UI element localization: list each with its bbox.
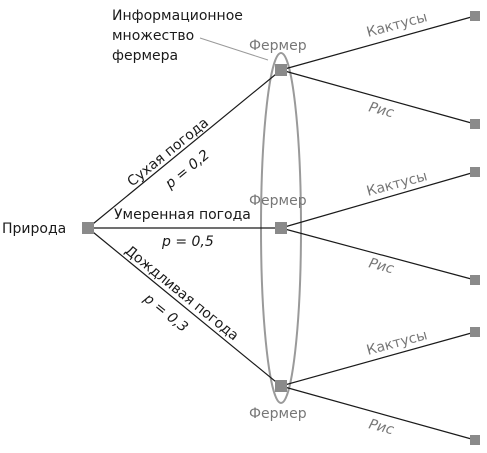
farmer-node-rainy bbox=[275, 380, 287, 392]
info-set-pointer-line bbox=[199, 37, 269, 61]
edge-dry bbox=[87, 69, 282, 229]
action-label-cactus-1: Кактусы bbox=[365, 9, 429, 41]
info-set-label-line-1: Информационное bbox=[112, 8, 243, 24]
terminal-node-2 bbox=[470, 119, 480, 129]
action-label-rice-2: Рис bbox=[367, 255, 396, 277]
edge-dry-rice bbox=[280, 69, 476, 125]
branch-label-moderate: Умеренная погода bbox=[114, 207, 251, 223]
root-node bbox=[82, 222, 94, 234]
farmer-label-top: Фермер bbox=[249, 38, 307, 54]
edge-rainy bbox=[87, 227, 282, 387]
farmer-node-dry bbox=[275, 64, 287, 76]
farmer-label-bottom: Фермер bbox=[249, 406, 307, 422]
info-set-label: Информационное множество фермера bbox=[112, 8, 247, 64]
terminal-node-3 bbox=[470, 167, 480, 177]
edge-moderate-rice bbox=[280, 227, 476, 281]
edge-rainy-cactus bbox=[280, 331, 476, 387]
action-label-rice-3: Рис bbox=[367, 416, 396, 438]
info-set-label-line-3: фермера bbox=[112, 48, 178, 64]
terminal-node-6 bbox=[470, 435, 480, 445]
info-set-label-line-2: множество bbox=[112, 28, 194, 44]
farmer-label-middle: Фермер bbox=[249, 193, 307, 209]
root-label: Природа bbox=[2, 221, 66, 237]
terminal-node-5 bbox=[470, 327, 480, 337]
edge-dry-cactus bbox=[280, 15, 476, 71]
terminal-node-1 bbox=[470, 11, 480, 21]
branch-prob-moderate: p = 0,5 bbox=[161, 234, 214, 250]
edge-moderate-cactus bbox=[280, 171, 476, 229]
action-label-rice-1: Рис bbox=[367, 99, 396, 121]
edge-rainy-rice bbox=[280, 385, 476, 441]
farmer-node-moderate bbox=[275, 222, 287, 234]
terminal-node-4 bbox=[470, 275, 480, 285]
